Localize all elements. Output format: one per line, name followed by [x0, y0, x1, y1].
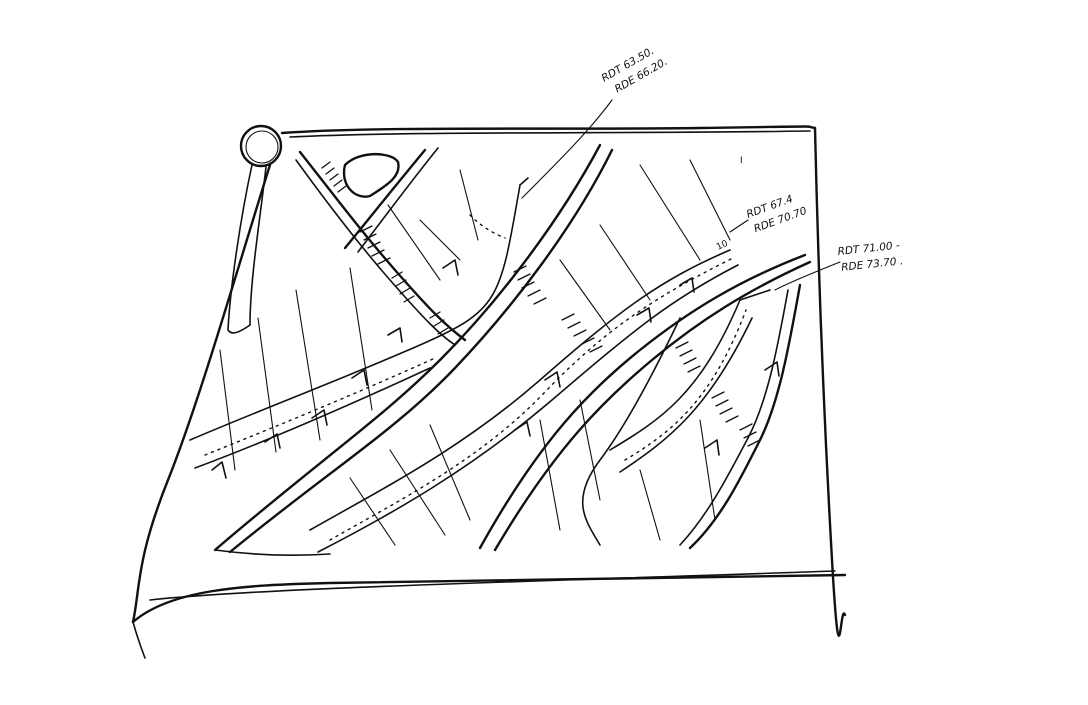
road-right	[478, 253, 812, 552]
mark-i: I	[740, 156, 743, 166]
block-subdivisions	[219, 159, 731, 546]
pedestrian-bands	[189, 177, 771, 553]
main-boulevard	[213, 143, 614, 556]
mark-ten: 10	[715, 239, 730, 253]
building-marks	[211, 259, 780, 479]
site-boundary	[131, 125, 847, 659]
roundabout	[227, 124, 283, 334]
road-upper-left	[295, 147, 467, 346]
annotation-level-c-line-2: RDE 73.70 .	[841, 255, 904, 273]
pond	[342, 152, 400, 198]
annotation-level-c-line-1: RDT 71.00 -	[837, 240, 900, 258]
leader-lines	[521, 99, 841, 291]
dotted-lines	[204, 214, 747, 541]
annotation-level-b: RDT 67.4 RDE 70.70	[745, 193, 809, 235]
hatched-steps	[321, 161, 761, 447]
annotation-level-a: RDT 63.50. RDE 66.20.	[600, 45, 670, 96]
annotation-level-c: RDT 71.00 - RDE 73.70 .	[837, 240, 904, 274]
